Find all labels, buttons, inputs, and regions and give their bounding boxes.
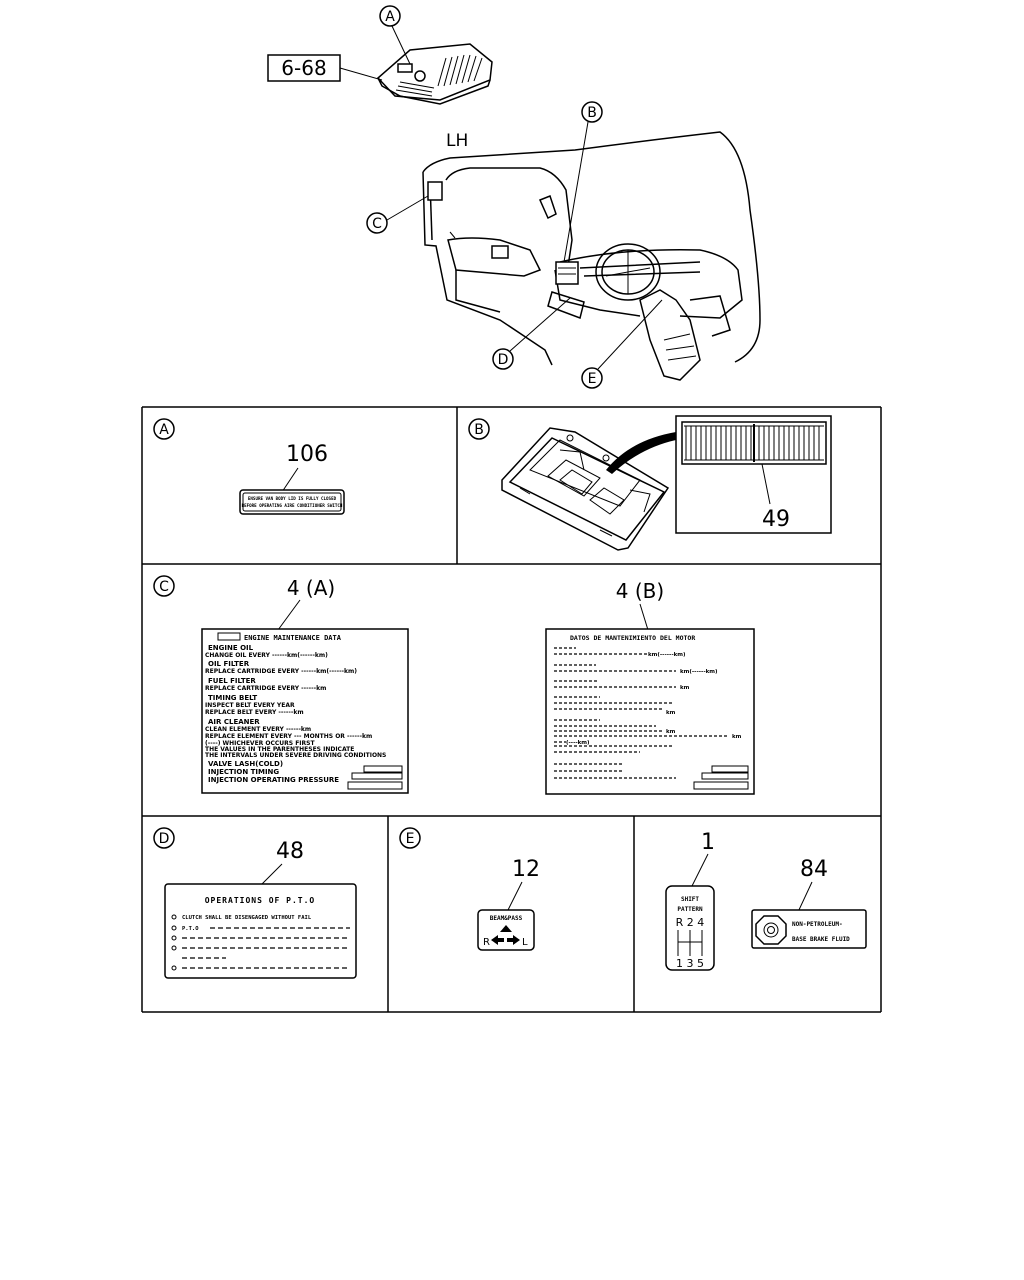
beam-pass-right: L — [522, 937, 528, 948]
card-es-title: DATOS DE MANTENIMIENTO DEL MOTOR — [570, 634, 695, 642]
pto-label-bullets — [171, 914, 177, 971]
svg-text:THE INTERVALS UNDER SEVERE DRI: THE INTERVALS UNDER SEVERE DRIVING CONDI… — [205, 752, 386, 759]
svg-text:FUEL FILTER: FUEL FILTER — [208, 677, 256, 685]
svg-text:km(------km): km(------km) — [680, 669, 718, 675]
pto-label-blanks — [182, 927, 350, 969]
card-es-blank-lines — [554, 647, 728, 779]
svg-text:CLEAN ELEMENT EVERY ------km: CLEAN ELEMENT EVERY ------km — [205, 726, 311, 733]
callout-e-letter: E — [588, 371, 597, 387]
part-number-48: 48 — [276, 839, 304, 864]
cab-interior-drawing — [422, 131, 761, 381]
svg-text:(----km): (----km) — [566, 740, 590, 746]
panel-e: E 12 BEAM&PASS R L — [399, 827, 540, 951]
air-filter-grid — [684, 424, 824, 462]
beam-pass-header: BEAM&PASS — [490, 915, 523, 922]
panel-f: 1 SHIFT PATTERN R 2 4 1 3 5 84 NON-PETRO… — [665, 830, 867, 971]
part-number-49: 49 — [762, 507, 790, 532]
arrow-right-icon — [507, 935, 520, 945]
shift-pattern-lines — [677, 930, 703, 956]
side-label: LH — [446, 131, 468, 151]
panel-d-letter: D — [159, 831, 170, 847]
callout-a-letter: A — [385, 9, 395, 25]
part-number-4a: 4 (A) — [287, 576, 335, 600]
svg-text:km: km — [680, 685, 690, 691]
svg-text:(----) WHICHEVER OCCURS FIRST: (----) WHICHEVER OCCURS FIRST — [205, 740, 315, 747]
label-106 — [239, 489, 345, 515]
brake-fluid-line1: NON-PETROLEUM- — [792, 921, 843, 928]
arrow-up-icon — [500, 925, 512, 932]
svg-text:AIR CLEANER: AIR CLEANER — [208, 718, 260, 726]
svg-text:km(------km): km(------km) — [648, 652, 686, 658]
svg-text:REPLACE CARTRIDGE EVERY ------: REPLACE CARTRIDGE EVERY ------km(------k… — [205, 668, 357, 675]
panel-d: D 48 OPERATIONS OF P.T.O CLUTCH SHALL BE… — [153, 827, 357, 979]
svg-text:km: km — [666, 729, 676, 735]
pto-label-title: OPERATIONS OF P.T.O — [205, 896, 316, 905]
card-en-title: ENGINE MAINTENANCE DATA — [244, 634, 342, 642]
callout-d-letter: D — [498, 352, 509, 368]
filter-sleeve — [606, 432, 676, 474]
shift-label-line2: PATTERN — [677, 906, 703, 913]
part-number-12: 12 — [512, 857, 540, 882]
reference-box-label: 6-68 — [281, 56, 326, 80]
svg-text:TIMING BELT: TIMING BELT — [208, 694, 257, 702]
overhead-console-drawing — [376, 43, 493, 105]
panel-c: C 4 (A) ENGINE MAINTENANCE DATA ENGINE O… — [153, 575, 755, 795]
pto-label-line1: CLUTCH SHALL BE DISENGAGED WITHOUT FAIL — [182, 915, 312, 921]
shift-bottom-gears: 1 3 5 — [676, 957, 704, 970]
card-es-value-boxes — [693, 765, 749, 790]
panel-a-letter: A — [159, 422, 169, 438]
part-number-84: 84 — [800, 857, 828, 882]
part-number-1: 1 — [701, 830, 715, 855]
callout-b-letter: B — [587, 105, 597, 121]
card-en-lines: ENGINE OIL CHANGE OIL EVERY ------km(---… — [205, 644, 386, 784]
svg-text:REPLACE BELT EVERY ------km: REPLACE BELT EVERY ------km — [205, 709, 304, 716]
svg-text:OIL FILTER: OIL FILTER — [208, 660, 250, 668]
brake-fluid-line2: BASE BRAKE FLUID — [792, 936, 850, 943]
console-drawing — [501, 427, 670, 551]
svg-text:REPLACE ELEMENT EVERY --- MONT: REPLACE ELEMENT EVERY --- MONTHS OR ----… — [205, 733, 372, 740]
shift-top-gears: R 2 4 — [676, 916, 705, 929]
pto-label — [164, 883, 357, 979]
arrow-left-icon — [491, 935, 504, 945]
beam-pass-left: R — [483, 937, 490, 948]
part-number-106: 106 — [286, 442, 328, 467]
svg-text:ENGINE OIL: ENGINE OIL — [208, 644, 254, 652]
panel-grid — [141, 406, 882, 1013]
octagon-icon — [755, 915, 787, 945]
svg-text:km: km — [666, 710, 676, 716]
panel-c-letter: C — [159, 579, 169, 595]
svg-text:VALVE LASH(COLD): VALVE LASH(COLD) — [208, 760, 283, 768]
svg-text:INJECTION OPERATING PRESSURE: INJECTION OPERATING PRESSURE — [208, 776, 339, 784]
part-number-4b: 4 (B) — [616, 579, 664, 603]
svg-text:CHANGE OIL EVERY ------km(----: CHANGE OIL EVERY ------km(------km) — [205, 652, 328, 659]
svg-text:THE VALUES IN THE PARENTHESES: THE VALUES IN THE PARENTHESES INDICATE — [205, 746, 354, 753]
label-106-line2: BEFORE OPERATING AIRE CONDITIONER SWITCH — [242, 503, 343, 508]
panel-b: B — [468, 415, 832, 551]
svg-text:INSPECT BELT EVERY YEAR: INSPECT BELT EVERY YEAR — [205, 702, 295, 709]
callout-c-letter: C — [372, 216, 382, 232]
svg-text:INJECTION TIMING: INJECTION TIMING — [208, 768, 279, 776]
label-106-line1: ENSURE VAN BODY LID IS FULLY CLOSED — [248, 496, 337, 501]
shift-label-line1: SHIFT — [681, 896, 699, 903]
panel-e-letter: E — [406, 831, 415, 847]
svg-text:km: km — [732, 734, 742, 740]
svg-text:REPLACE CARTRIDGE EVERY ------: REPLACE CARTRIDGE EVERY ------km — [205, 685, 326, 692]
pto-label-line2: P.T.O — [182, 926, 199, 932]
panel-b-letter: B — [474, 422, 484, 438]
overview-illustration: A 6-68 LH — [267, 5, 761, 389]
panel-a: A 106 ENSURE VAN BODY LID IS FULLY CLOSE… — [153, 418, 345, 515]
card-en-value-boxes — [347, 765, 403, 790]
card-es-units: km(------km) km(------km) km km km km (-… — [566, 652, 742, 746]
